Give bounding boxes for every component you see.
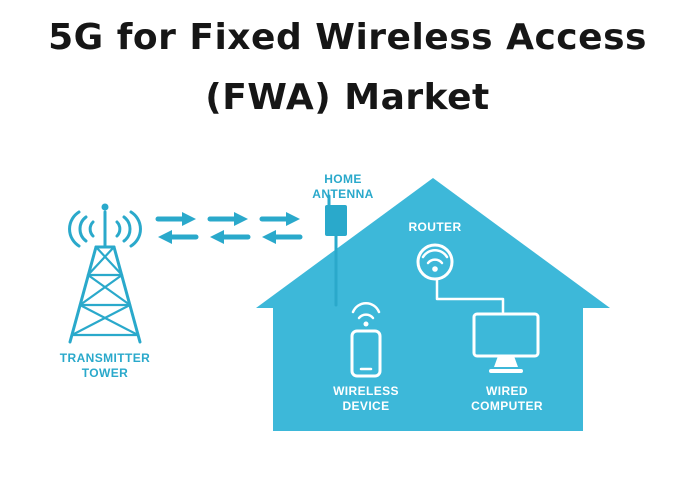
- monitor-icon: [472, 312, 540, 373]
- home-antenna-label-line1: HOME: [324, 172, 362, 186]
- wireless-device-label-line1: WIRELESS: [333, 384, 399, 398]
- transmitter-tower-icon: [68, 203, 142, 344]
- house-icon: [256, 178, 610, 431]
- arrow-pair-3: [259, 212, 303, 244]
- title-line-2: (FWA) Market: [205, 77, 490, 118]
- wireless-device-label: WIRELESS DEVICE: [316, 384, 416, 414]
- arrow-pair-1: [155, 212, 199, 244]
- bidirectional-arrows-icon: [155, 212, 303, 244]
- arrow-pair-2: [207, 212, 251, 244]
- router-label-text: ROUTER: [408, 220, 462, 234]
- router-icon: [416, 243, 454, 281]
- transmitter-tower-label: TRANSMITTER TOWER: [45, 351, 165, 381]
- title-line-1: 5G for Fixed Wireless Access: [48, 17, 647, 58]
- wireless-device-label-line2: DEVICE: [342, 399, 390, 413]
- wired-computer-label-line2: COMPUTER: [471, 399, 543, 413]
- transmitter-tower-label-line1: TRANSMITTER: [59, 351, 151, 365]
- router-label: ROUTER: [385, 220, 485, 235]
- page-title: 5G for Fixed Wireless Access (FWA) Marke…: [0, 8, 695, 128]
- smartphone-icon: [350, 302, 382, 378]
- wifi-icon: [351, 302, 381, 327]
- network-cable-line: [435, 278, 505, 314]
- house-roof: [256, 178, 610, 308]
- transmitter-tower-label-line2: TOWER: [81, 366, 129, 380]
- home-antenna-label-line2: ANTENNA: [312, 187, 374, 201]
- home-antenna-label: HOME ANTENNA: [293, 172, 393, 202]
- wired-computer-label: WIRED COMPUTER: [457, 384, 557, 414]
- wired-computer-label-line1: WIRED: [486, 384, 528, 398]
- signal-waves-icon: [68, 210, 142, 248]
- home-antenna-icon: [325, 194, 347, 307]
- house-body: [273, 300, 583, 431]
